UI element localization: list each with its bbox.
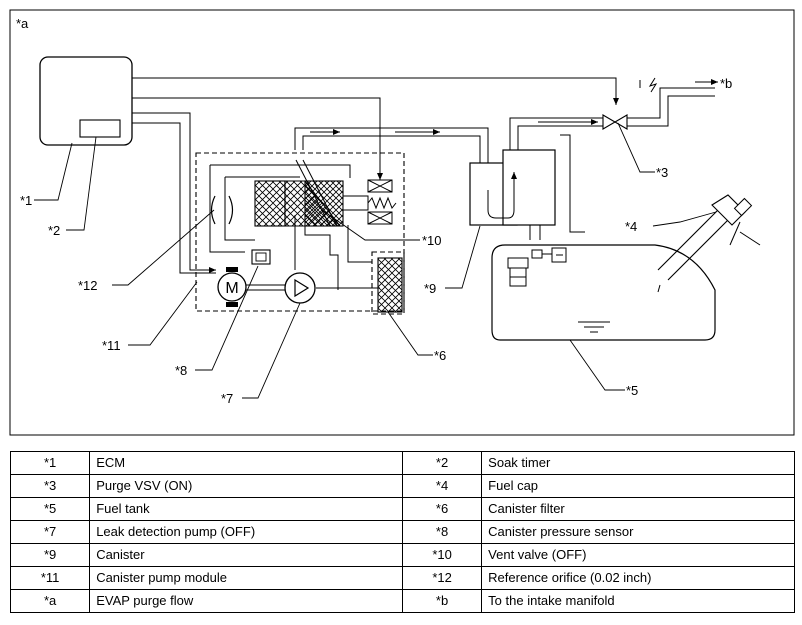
- legend-code: *11: [9, 566, 91, 590]
- legend-code: *3: [9, 474, 91, 498]
- legend-description: Purge VSV (ON): [89, 474, 403, 498]
- evap-system-diagram: *a M: [9, 9, 795, 436]
- legend-code: *2: [401, 451, 483, 475]
- legend-code: *4: [401, 474, 483, 498]
- legend-description: ECM: [89, 451, 403, 475]
- legend-description: Canister filter: [481, 497, 795, 521]
- legend-code: *1: [9, 451, 91, 475]
- legend-description: Fuel cap: [481, 474, 795, 498]
- callout-vent-valve: *10: [422, 233, 442, 248]
- callout-fuel-cap: *4: [625, 219, 637, 234]
- callout-canister-filter: *6: [434, 348, 446, 363]
- motor-icon: [217, 272, 247, 302]
- callout-purge-vsv: *3: [656, 165, 668, 180]
- legend-description: Canister: [89, 543, 403, 567]
- soak-timer-box: [79, 119, 121, 138]
- canister-filter-icon: [377, 257, 403, 313]
- legend-code: *12: [401, 566, 483, 590]
- legend-description: Leak detection pump (OFF): [89, 520, 403, 544]
- legend-description: Soak timer: [481, 451, 795, 475]
- callout-soak-timer: *2: [48, 223, 60, 238]
- legend-description: Vent valve (OFF): [481, 543, 795, 567]
- callout-reference-orifice: *12: [78, 278, 98, 293]
- legend-code: *9: [9, 543, 91, 567]
- legend-code: *10: [401, 543, 483, 567]
- callout-leak-pump: *7: [221, 391, 233, 406]
- legend-description: Canister pump module: [89, 566, 403, 590]
- legend-code: *6: [401, 497, 483, 521]
- legend-description: To the intake manifold: [481, 589, 795, 613]
- callout-fuel-tank: *5: [626, 383, 638, 398]
- callout-pump-module: *11: [102, 338, 121, 353]
- panel-label: *a: [16, 16, 29, 31]
- diagram-frame: [9, 9, 795, 436]
- legend-code: *b: [401, 589, 483, 613]
- callout-intake-manifold: *b: [720, 76, 732, 91]
- legend-code: *5: [9, 497, 91, 521]
- diagram-canvas: *a M: [9, 9, 795, 436]
- legend-description: Reference orifice (0.02 inch): [481, 566, 795, 590]
- callout-ecm: *1: [20, 193, 32, 208]
- legend-code: *a: [9, 589, 91, 613]
- motor-letter: M: [225, 280, 238, 297]
- legend-code: *8: [401, 520, 483, 544]
- callout-pressure-sensor: *8: [175, 363, 187, 378]
- pump-module-box: [195, 152, 405, 312]
- legend-description: Canister pressure sensor: [481, 520, 795, 544]
- legend-description: Fuel tank: [89, 497, 403, 521]
- callout-canister: *9: [424, 281, 436, 296]
- legend-description: EVAP purge flow: [89, 589, 403, 613]
- pump-icon: [284, 272, 316, 304]
- legend-code: *7: [9, 520, 91, 544]
